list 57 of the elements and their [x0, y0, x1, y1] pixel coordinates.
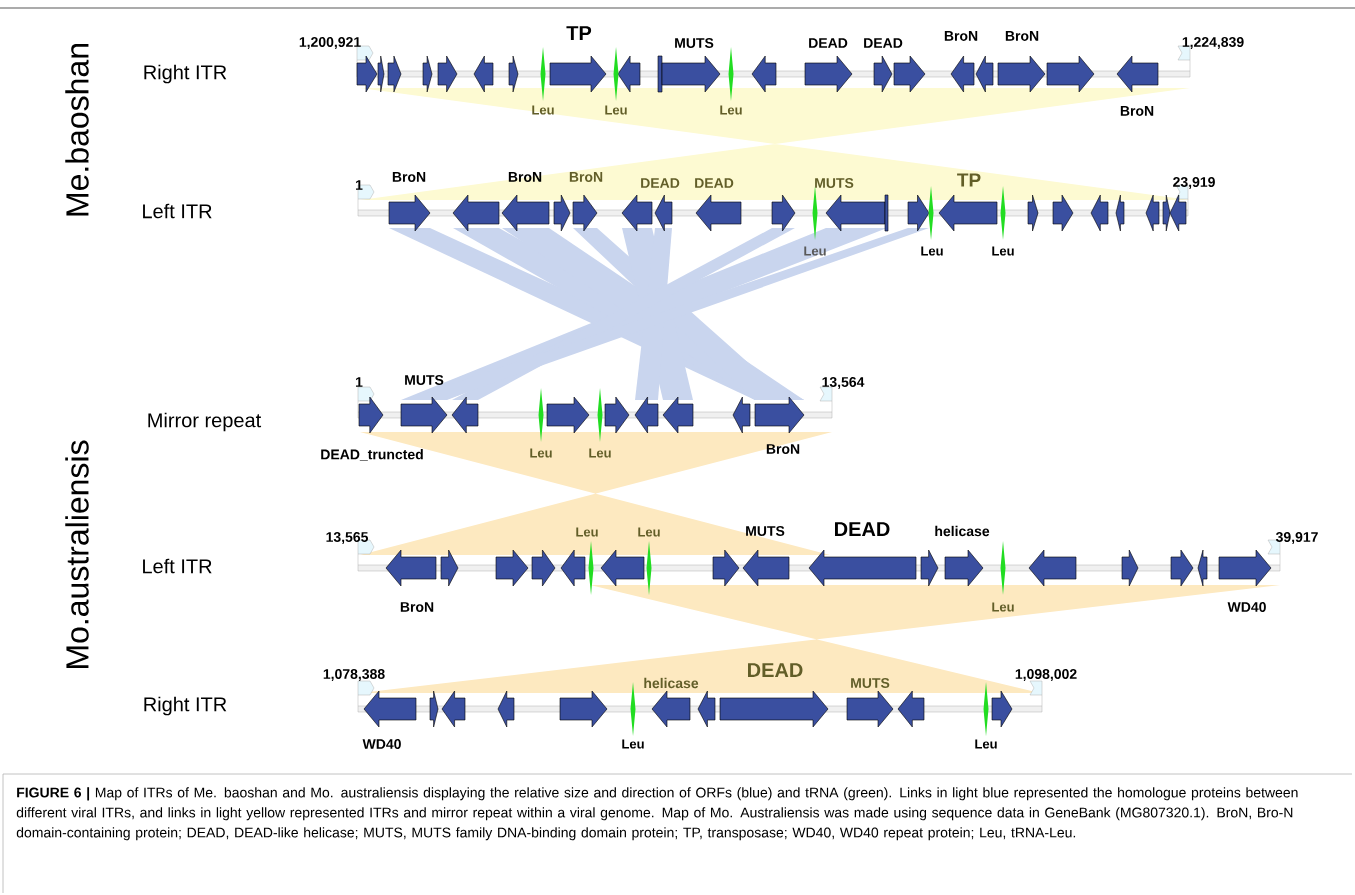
trna-label: Leu	[992, 246, 1014, 256]
track-label: Right ITR	[144, 64, 227, 84]
gene-label: BroN	[508, 172, 542, 182]
gene-label: MUTS	[851, 678, 890, 688]
gene-label: helicase	[935, 525, 990, 537]
gene-label: MUTS	[405, 375, 444, 385]
gene-label: DEAD_truncted	[321, 449, 423, 461]
gene-label: TP	[957, 173, 981, 187]
coordinate-label: 1	[356, 377, 363, 387]
genome-name: Me.baoshan	[65, 44, 89, 216]
gene-label: DEAD	[835, 522, 890, 536]
gene-label: MUTS	[815, 178, 854, 188]
gene-label: DEAD	[864, 38, 903, 48]
trna-label: Leu	[804, 246, 826, 256]
gene-label: helicase	[644, 677, 699, 689]
trna-label: Leu	[921, 246, 943, 256]
coordinate-label: 1	[356, 180, 363, 190]
gene-label: BroN	[569, 172, 603, 182]
trna-label: Leu	[720, 105, 742, 115]
coordinate-label: 1,224,839	[1182, 37, 1244, 49]
gene-label: MUTS	[746, 526, 785, 536]
track-label: Left ITR	[143, 203, 212, 219]
trna-label: Leu	[638, 527, 660, 537]
track-label: Mirror repeat	[148, 412, 262, 432]
trna-label: Leu	[589, 448, 611, 458]
coordinate-label: 1,078,388	[323, 669, 385, 681]
trna-label: Leu	[622, 739, 644, 749]
coordinate-label: 1,098,002	[1015, 669, 1077, 681]
gene-label: DEAD	[809, 38, 848, 48]
gene-label: DEAD	[748, 663, 803, 677]
gene-label: BroN	[944, 31, 978, 41]
gene-label: MUTS	[675, 38, 714, 48]
gene-label: WD40	[362, 739, 401, 749]
coordinate-label: 39,917	[1275, 532, 1318, 544]
trna-label: Leu	[975, 739, 997, 749]
gene-label: BroN	[1005, 31, 1039, 41]
coordinate-label: 23,919	[1173, 177, 1215, 189]
coordinate-label: 13,565	[326, 532, 369, 544]
trna-label: Leu	[992, 602, 1014, 612]
track-label: Right ITR	[144, 696, 227, 716]
coordinate-label: 13,564	[822, 377, 865, 389]
genome-name: Mo.australiensis	[65, 440, 89, 668]
gene-label: DEAD	[695, 178, 734, 188]
gene-label: BroN	[400, 602, 434, 612]
track-label: Left ITR	[143, 558, 212, 574]
gene-label: BroN	[392, 172, 426, 182]
gene-label: WD40	[1227, 602, 1266, 612]
gene-label: BroN	[766, 444, 800, 454]
caption: FIGURE 6 | Map of ITRs of Me. baoshan and Mo. australiensis displaying the relative size and direction of ORFs (blue) and tRNA (green). Links in light blue represented the homologue proteins between different viral ITRs, and links in light yellow represented ITRs and mirror repeat within a viral genome. Map of Mo. Australiensis was made using sequence data in GeneBank (MG807320.1). BroN, Bro-N domain-containing protein; DEAD, DEAD-like helicase; MUTS, MUTS family DNA-binding domain protein; TP, transposase; WD40, WD40 repeat protein; Leu, tRNA-Leu.	[2, 773, 1353, 894]
gene-label: TP	[566, 26, 592, 40]
trna-label: Leu	[532, 105, 554, 115]
gene-label: DEAD	[641, 178, 680, 188]
coordinate-label: 1,200,921	[299, 37, 361, 49]
trna-label: Leu	[530, 448, 552, 458]
gene-label: BroN	[1120, 106, 1154, 116]
trna-label: Leu	[576, 527, 598, 537]
trna-label: Leu	[605, 105, 627, 115]
